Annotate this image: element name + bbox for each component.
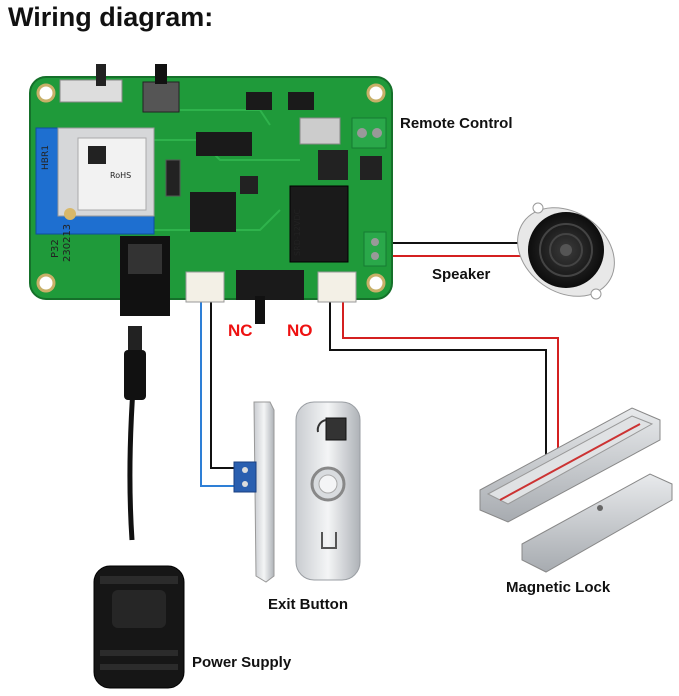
exit-button-device bbox=[233, 401, 361, 583]
controller-board: RoHS HBR1 P32 230213 SRD-12VDC bbox=[29, 64, 393, 324]
board-date-text: 230213 bbox=[62, 224, 73, 262]
magnetic-lock-label: Magnetic Lock bbox=[506, 579, 611, 596]
no-label: NO bbox=[287, 321, 313, 340]
power-supply-label: Power Supply bbox=[192, 654, 292, 671]
nc-wires bbox=[200, 300, 236, 487]
board-model-text: P32 bbox=[50, 239, 61, 258]
no-wires bbox=[329, 300, 559, 470]
speaker bbox=[517, 202, 615, 300]
relay-text: SRD-12VDC bbox=[293, 209, 302, 256]
page-title: Wiring diagram: bbox=[8, 2, 214, 32]
speaker-label: Speaker bbox=[432, 266, 491, 283]
nc-label: NC bbox=[228, 321, 253, 340]
speaker-wires bbox=[380, 242, 528, 257]
remote-control-label: Remote Control bbox=[400, 115, 513, 132]
magnetic-lock-device bbox=[479, 407, 673, 573]
dc-plug bbox=[124, 326, 146, 400]
rohs-text: RoHS bbox=[110, 171, 131, 180]
power-supply-device bbox=[93, 565, 185, 689]
exit-button-label: Exit Button bbox=[268, 596, 348, 613]
module-text: HBR1 bbox=[41, 145, 51, 170]
